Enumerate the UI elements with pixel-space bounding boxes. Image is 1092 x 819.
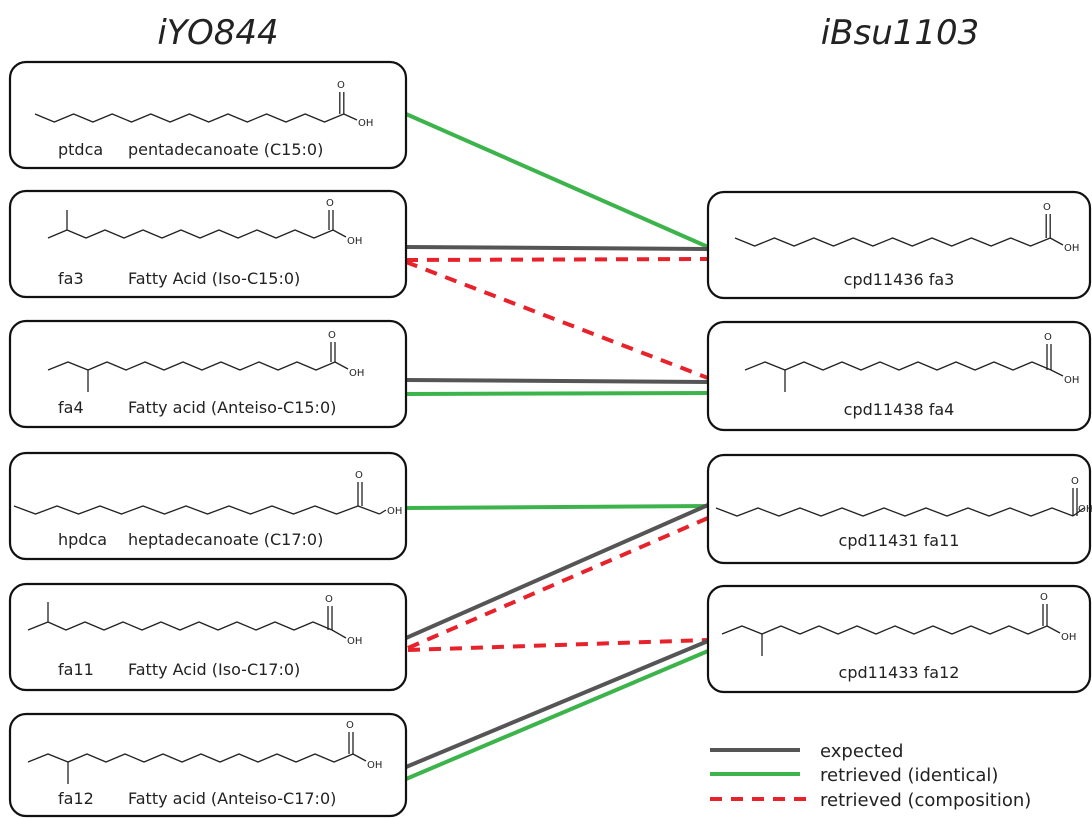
carbonyl-oxygen-label: O (1071, 476, 1079, 487)
node-label: cpd11438 fa4 (844, 400, 955, 419)
hydroxyl-label: OH (1061, 632, 1076, 643)
hydroxyl-label: OH (358, 118, 373, 129)
node-desc: Fatty acid (Anteiso-C15:0) (128, 398, 336, 417)
structure-anteiso-c17: O OH (27, 720, 382, 784)
carbonyl-oxygen-label: O (1044, 332, 1052, 343)
hydroxyl-label: OH (367, 760, 382, 771)
edge-fa12-cpd11433-identical (405, 649, 709, 781)
structure-iso-c17: O OH (27, 594, 362, 647)
carbonyl-oxygen-label: O (328, 330, 336, 341)
node-abbr: hpdca (58, 530, 107, 549)
right-node-cpd11436: O OH cpd11436 fa3 (706, 190, 1092, 300)
right-node-cpd11433: O OH cpd11433 fa12 (706, 584, 1092, 694)
node-box (706, 320, 1092, 432)
edge-fa3-cpd11438-composition (405, 260, 709, 380)
node-box (8, 60, 408, 170)
structure-iso-c17-right: O OH (721, 592, 1076, 656)
structure-c17-straight: O OH (715, 476, 1092, 517)
carbonyl-oxygen-label: O (346, 720, 354, 731)
left-model-title: iYO844 (157, 13, 278, 53)
node-label: cpd11431 fa11 (839, 531, 960, 550)
node-box (8, 582, 408, 692)
left-node-fa3: O OH fa3 Fatty Acid (Iso-C15:0) (8, 189, 408, 299)
hydroxyl-label: OH (1078, 504, 1092, 515)
hydroxyl-label: OH (1064, 375, 1079, 386)
node-label: cpd11436 fa3 (844, 270, 955, 289)
hydroxyl-label: OH (349, 368, 364, 379)
node-abbr: fa12 (58, 789, 94, 808)
structure-iso-c15: O OH (47, 198, 362, 247)
carbonyl-oxygen-label: O (337, 80, 345, 91)
edge-fa4-cpd11438-identical (405, 391, 709, 396)
left-node-fa11: O OH fa11 Fatty Acid (Iso-C17:0) (8, 582, 408, 692)
legend: expected retrieved (identical) retrieved… (710, 741, 1031, 811)
structure-anteiso-c15-right: O OH (744, 332, 1079, 392)
node-box (8, 712, 408, 818)
right-node-cpd11438: O OH cpd11438 fa4 (706, 320, 1092, 432)
node-abbr: ptdca (58, 140, 103, 159)
carbonyl-oxygen-label: O (1043, 202, 1051, 213)
structure-heptadecanoate: O OH (13, 470, 402, 517)
hydroxyl-label: OH (347, 636, 362, 647)
edge-fa11-cpd11433-composition (407, 638, 709, 652)
structure-pentadecanoate: O OH (34, 80, 373, 129)
node-abbr: fa4 (58, 398, 84, 417)
right-node-cpd11431: O OH cpd11431 fa11 (706, 453, 1092, 565)
structure-c15-straight: O OH (734, 202, 1079, 254)
node-box (8, 189, 408, 299)
node-label: cpd11433 fa12 (839, 663, 960, 682)
node-abbr: fa3 (58, 269, 84, 288)
node-box (8, 319, 408, 429)
edge-fa12-cpd11433-expected (405, 639, 709, 769)
right-model-title: iBsu1103 (821, 13, 980, 53)
carbonyl-oxygen-label: O (325, 594, 333, 605)
node-box (706, 584, 1092, 694)
edges (405, 112, 709, 781)
node-desc: Fatty Acid (Iso-C17:0) (128, 660, 300, 679)
left-node-fa12: O OH fa12 Fatty acid (Anteiso-C17:0) (8, 712, 408, 818)
carbonyl-oxygen-label: O (355, 470, 363, 481)
edge-hpdca-cpd11431-identical (405, 504, 709, 510)
legend-label-expected: expected (820, 741, 903, 762)
edge-fa4-cpd11438-expected (405, 378, 709, 384)
left-node-fa4: O OH fa4 Fatty acid (Anteiso-C15:0) (8, 319, 408, 429)
node-desc: Fatty acid (Anteiso-C17:0) (128, 789, 336, 808)
carbonyl-oxygen-label: O (1040, 592, 1048, 603)
node-desc: pentadecanoate (C15:0) (128, 140, 323, 159)
node-abbr: fa11 (58, 660, 94, 679)
left-node-ptdca: O OH ptdca pentadecanoate (C15:0) (8, 60, 408, 170)
legend-label-composition: retrieved (composition) (820, 790, 1031, 811)
node-desc: Fatty Acid (Iso-C15:0) (128, 269, 300, 288)
structure-anteiso-c15: O OH (47, 330, 364, 392)
edge-fa11-cpd11431-composition (407, 516, 709, 650)
edge-ptdca-cpd11436-identical (405, 112, 709, 249)
hydroxyl-label: OH (387, 506, 402, 517)
edge-fa11-cpd11431-expected (405, 503, 709, 640)
hydroxyl-label: OH (347, 236, 362, 247)
node-box (706, 453, 1092, 565)
hydroxyl-label: OH (1064, 243, 1079, 254)
edge-fa3-cpd11436-composition (405, 257, 709, 262)
node-box (8, 451, 408, 561)
node-box (706, 190, 1092, 300)
edge-fa3-cpd11436-expected (405, 245, 709, 251)
node-desc: heptadecanoate (C17:0) (128, 530, 323, 549)
carbonyl-oxygen-label: O (326, 198, 334, 209)
left-node-hpdca: O OH hpdca heptadecanoate (C17:0) (8, 451, 408, 561)
legend-label-identical: retrieved (identical) (820, 765, 998, 786)
